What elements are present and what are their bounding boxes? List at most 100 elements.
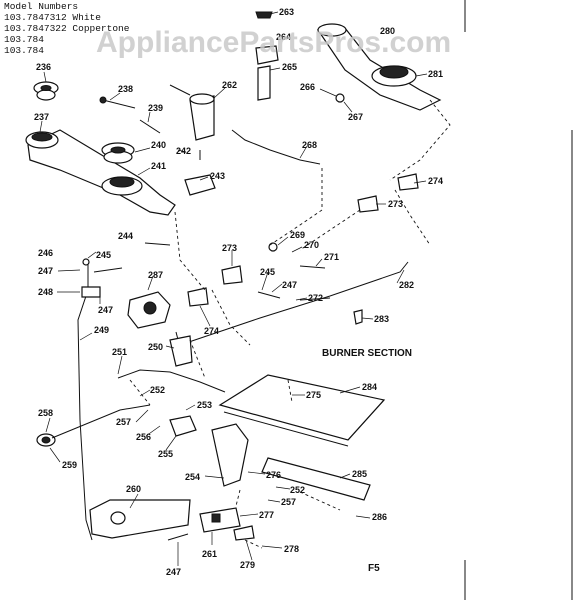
valve-273-mid [221,265,243,285]
label-270: 270 [304,240,319,250]
label-257-a: 257 [116,417,131,427]
label-240: 240 [151,140,166,150]
fitting-247-bottom [167,533,189,541]
fitting-245-mid [257,291,281,299]
bracket-243 [184,174,216,196]
igniter-259 [36,404,151,447]
label-245-mid: 245 [260,267,275,277]
label-266: 266 [300,82,315,92]
label-272: 272 [308,293,323,303]
label-259: 259 [62,460,77,470]
bracket-254 [211,423,249,487]
label-249: 249 [94,325,109,335]
label-258: 258 [38,408,53,418]
clip-267 [335,93,345,103]
label-242: 242 [176,146,191,156]
label-246: 246 [38,248,53,258]
label-247-d: 247 [166,567,181,577]
valve-274-mid [187,287,209,307]
label-243: 243 [210,171,225,181]
label-253: 253 [197,400,212,410]
label-279: 279 [240,560,255,570]
section-title: BURNER SECTION [322,348,412,359]
channel-285 [261,457,371,501]
label-247-c: 247 [282,280,297,290]
fittings-269-272 [268,242,331,301]
igniter-263 [255,11,273,19]
spring-238 [99,96,136,109]
label-264: 264 [276,32,291,42]
burner-cap-236 [33,81,59,101]
label-277: 277 [259,510,274,520]
manifold-282 [175,261,409,356]
label-250: 250 [148,342,163,352]
label-254: 254 [185,472,200,482]
label-265: 265 [282,62,297,72]
label-244: 244 [118,231,133,241]
watermark: AppliancePartsPros.com [96,26,451,59]
label-252-b: 252 [290,485,305,495]
label-239: 239 [148,103,163,113]
clip-283 [353,309,363,325]
label-247-b: 247 [98,305,113,315]
clip-279 [233,525,255,541]
bracket-250 [169,335,193,367]
burner-assembly-280 [316,23,442,111]
label-261: 261 [202,549,217,559]
label-271: 271 [324,252,339,262]
label-251: 251 [112,347,127,357]
bar-244 [144,242,171,246]
label-284: 284 [362,382,377,392]
assembly-dashed-lines [129,99,451,549]
label-257-b: 257 [281,497,296,507]
label-287: 287 [148,270,163,280]
tube-268 [231,129,321,165]
label-237: 237 [34,112,49,122]
burner-assembly-237 [25,129,176,216]
valve-255 [169,415,197,437]
valve-274-right [397,173,419,191]
label-263: 263 [279,7,294,17]
label-268: 268 [302,140,317,150]
label-255: 255 [158,449,173,459]
label-269: 269 [290,230,305,240]
model-number-3: 103.784 [4,34,44,45]
model-numbers-title: Model Numbers [4,1,78,12]
label-241: 241 [151,161,166,171]
igniter-265 [255,45,279,101]
leader-lines [39,11,428,566]
label-273-right: 273 [388,199,403,209]
label-273-mid: 273 [222,243,237,253]
label-278: 278 [284,544,299,554]
label-280: 280 [380,26,395,36]
valve-262 [169,84,215,141]
label-236: 236 [36,62,51,72]
label-252-a: 252 [150,385,165,395]
valve-273-right [357,195,379,213]
regulator-287 [127,291,171,329]
label-283: 283 [374,314,389,324]
label-262: 262 [222,80,237,90]
model-number-1: 103.7847312 White [4,12,101,23]
label-247-a: 247 [38,266,53,276]
label-260: 260 [126,484,141,494]
label-256: 256 [136,432,151,442]
label-274-right: 274 [428,176,443,186]
label-286: 286 [372,512,387,522]
valve-261 [199,507,241,533]
page-code: F5 [368,563,380,574]
label-275: 275 [306,390,321,400]
burner-head-240 [101,142,135,164]
label-285: 285 [352,469,367,479]
label-274-mid: 274 [204,326,219,336]
label-276: 276 [266,470,281,480]
label-282: 282 [399,280,414,290]
model-number-4: 103.784 [4,45,44,56]
label-248: 248 [38,287,53,297]
burner-260 [89,499,191,539]
label-281: 281 [428,69,443,79]
label-245-left: 245 [96,250,111,260]
burner-plate-284 [218,374,386,447]
